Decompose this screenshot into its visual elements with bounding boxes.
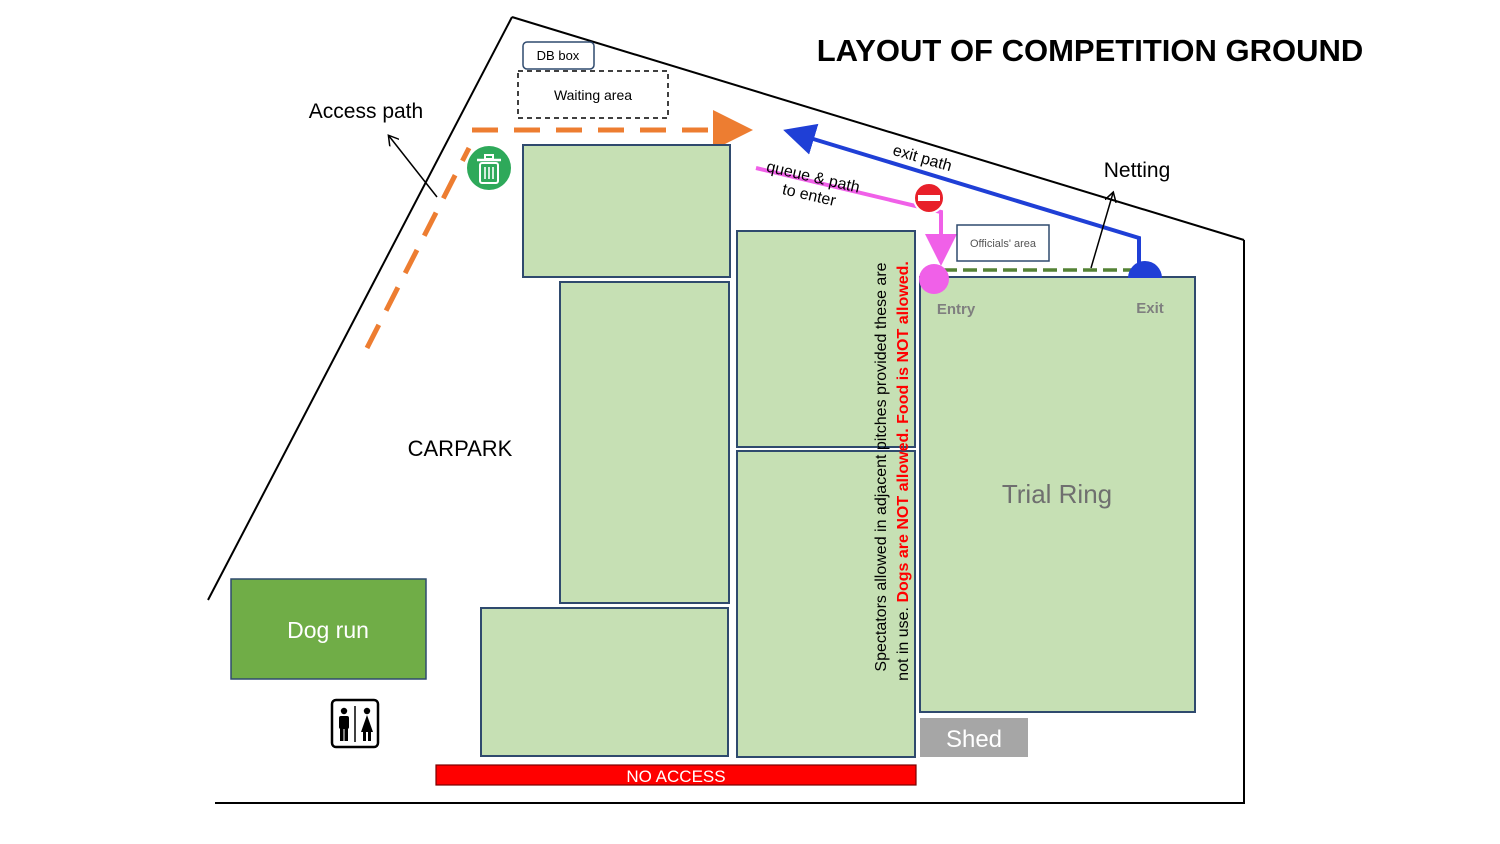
exit-path xyxy=(783,123,1141,272)
no-entry-icon xyxy=(913,182,945,214)
page-title: LAYOUT OF COMPETITION GROUND xyxy=(817,33,1364,68)
pitch-top-left xyxy=(522,144,731,278)
netting-label: Netting xyxy=(1104,159,1171,182)
access-path xyxy=(364,110,753,350)
pitch-middle-left xyxy=(559,281,730,604)
pitches xyxy=(480,144,916,758)
shed: Shed xyxy=(920,718,1028,757)
spectators-note: Spectators allowed in adjacent pitches p… xyxy=(873,261,912,681)
officials-area-label: Officials' area xyxy=(970,238,1037,250)
pitch-center-top xyxy=(736,230,916,448)
entry-marker: Entry xyxy=(919,264,976,318)
access-path-label: Access path xyxy=(309,100,423,123)
officials-area: Officials' area xyxy=(956,224,1050,262)
pitch-bottom-left xyxy=(480,607,729,757)
queue-path xyxy=(755,166,957,266)
netting-pointer xyxy=(1090,193,1113,269)
dog-run-label: Dog run xyxy=(287,617,369,643)
spectators-note-plain: not in use. xyxy=(895,603,912,681)
db-box: DB box xyxy=(522,41,595,70)
spectators-note-warning: Dogs are NOT allowed. Food is NOT allowe… xyxy=(895,261,912,602)
toilets-icon xyxy=(330,698,380,749)
db-box-label: DB box xyxy=(537,48,580,63)
pitch-center-bottom xyxy=(736,450,916,758)
entry-label: Entry xyxy=(937,301,976,318)
no-access-zone: NO ACCESS xyxy=(435,764,917,786)
trial-ring: Trial Ring xyxy=(919,276,1196,713)
waiting-area: Waiting area xyxy=(517,70,669,119)
spectators-note-line1: Spectators allowed in adjacent pitches p… xyxy=(873,262,890,671)
trial-ring-label: Trial Ring xyxy=(1002,479,1112,509)
exit-label: Exit xyxy=(1136,300,1164,317)
exit-marker: Exit xyxy=(1128,261,1164,317)
carpark-label: CARPARK xyxy=(408,436,513,461)
no-access-label: NO ACCESS xyxy=(626,767,725,786)
ground-boundary xyxy=(207,16,1245,804)
waiting-area-label: Waiting area xyxy=(554,87,632,103)
dog-run: Dog run xyxy=(230,578,427,680)
spectators-note-line2: not in use. Dogs are NOT allowed. Food i… xyxy=(895,261,912,681)
trash-bin-icon xyxy=(467,146,511,190)
access-path-pointer xyxy=(389,136,438,198)
shed-label: Shed xyxy=(946,726,1002,753)
